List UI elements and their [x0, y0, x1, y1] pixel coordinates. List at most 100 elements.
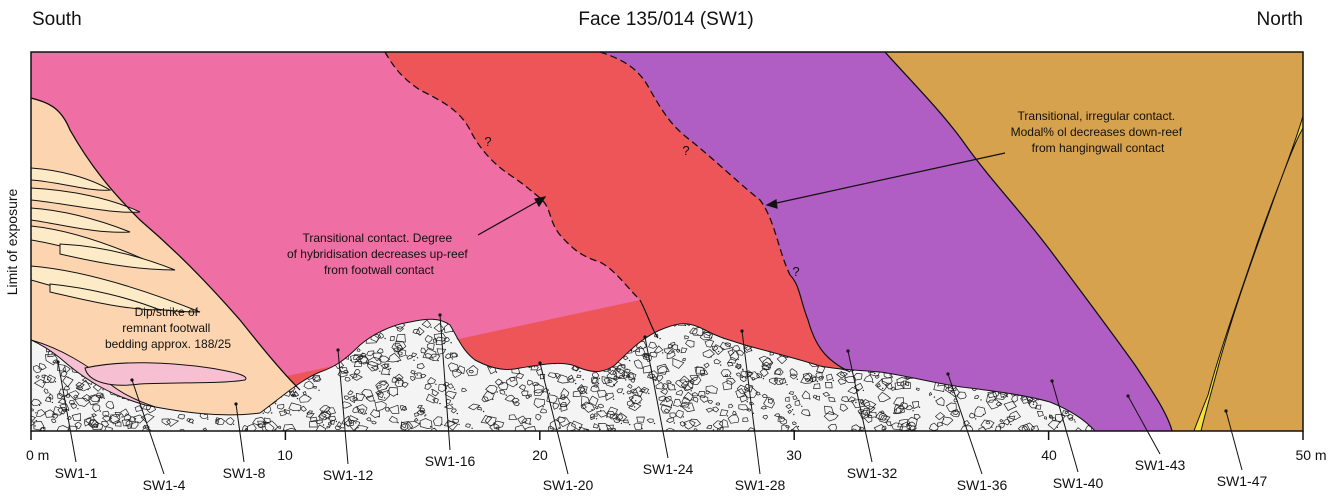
breccia-dot	[90, 424, 93, 426]
breccia-dot	[425, 414, 427, 416]
breccia-clast	[653, 345, 664, 353]
breccia-clast	[682, 384, 693, 392]
breccia-clast	[277, 425, 282, 429]
breccia-clast	[347, 390, 354, 396]
breccia-clast	[739, 376, 747, 383]
breccia-clast	[847, 396, 856, 403]
breccia-clast	[705, 385, 718, 394]
breccia-clast	[1028, 400, 1038, 409]
breccia-clast	[891, 422, 904, 431]
breccia-clast	[387, 352, 402, 363]
breccia-dot	[574, 379, 576, 381]
breccia-dot	[51, 352, 53, 355]
breccia-dot	[365, 361, 368, 363]
breccia-clast	[881, 377, 893, 387]
breccia-dot	[50, 381, 52, 384]
sample-point	[336, 348, 340, 352]
breccia-clast	[935, 396, 945, 407]
sample-label: SW1-32	[847, 465, 898, 481]
breccia-clast	[349, 373, 358, 378]
breccia-dot	[628, 359, 631, 362]
breccia-dot	[389, 367, 392, 370]
breccia-clast	[366, 417, 372, 422]
breccia-dot	[99, 410, 102, 412]
breccia-clast	[605, 428, 618, 431]
breccia-dot	[43, 427, 45, 430]
breccia-clast	[619, 374, 625, 379]
sample-leader-line	[947, 373, 983, 475]
breccia-dot	[559, 408, 561, 410]
breccia-clast	[533, 398, 545, 409]
breccia-clast	[337, 370, 348, 378]
breccia-clast	[874, 374, 880, 379]
breccia-clast	[827, 423, 838, 431]
breccia-clast	[186, 418, 192, 423]
breccia-clast	[667, 382, 676, 391]
breccia-clast	[421, 319, 432, 329]
breccia-clast	[68, 399, 75, 406]
breccia-clast	[595, 410, 608, 418]
breccia-clast	[314, 376, 322, 382]
breccia-dot	[809, 398, 811, 400]
breccia-dot	[505, 394, 507, 396]
breccia-dot	[633, 406, 636, 408]
breccia-clast	[432, 416, 443, 427]
breccia-clast	[557, 416, 571, 428]
breccia-clast	[660, 388, 669, 396]
breccia-clast	[513, 424, 526, 431]
breccia-clast	[660, 403, 673, 414]
sample-point	[643, 335, 647, 339]
breccia-clast	[621, 371, 630, 380]
breccia-clast	[547, 425, 555, 431]
breccia-dot	[458, 423, 460, 426]
breccia-clast	[101, 421, 110, 428]
breccia-dot	[443, 339, 446, 341]
breccia-clast	[397, 377, 402, 382]
breccia-clast	[762, 415, 768, 420]
bedding-note-line-3: bedding approx. 188/25	[105, 337, 231, 351]
breccia-clast	[468, 369, 474, 374]
breccia-clast	[669, 341, 676, 347]
breccia-clast	[731, 345, 741, 352]
breccia-clast	[431, 389, 440, 397]
tick-30: 30	[786, 447, 802, 463]
breccia-clast	[719, 409, 729, 416]
breccia-dot	[77, 408, 79, 410]
breccia-clast	[577, 385, 588, 395]
breccia-clast	[370, 334, 382, 343]
breccia-dot	[328, 418, 330, 420]
breccia-clast	[693, 397, 699, 403]
breccia-clast	[1002, 419, 1011, 426]
breccia-dot	[1027, 400, 1029, 402]
breccia-clast	[874, 380, 889, 392]
breccia-clast	[779, 417, 787, 425]
breccia-clast	[868, 411, 877, 419]
breccia-dot	[688, 407, 690, 409]
breccia-dot	[620, 422, 623, 425]
breccia-clast	[567, 374, 574, 381]
sample-label: SW1-12	[323, 467, 374, 483]
breccia-clast	[699, 394, 709, 403]
sample-leader-line	[539, 362, 569, 475]
breccia-dot	[413, 359, 415, 361]
breccia-clast	[785, 403, 792, 410]
breccia-clast	[401, 381, 409, 388]
breccia-clast	[115, 421, 122, 427]
breccia-clast	[598, 423, 613, 431]
breccia-clast	[360, 353, 367, 358]
breccia-clast	[378, 380, 388, 386]
breccia-clast	[629, 388, 639, 394]
breccia-dot	[832, 379, 834, 382]
breccia-clast	[476, 406, 483, 411]
breccia-clast	[92, 404, 101, 413]
breccia-clast	[356, 348, 361, 352]
breccia-clast	[873, 423, 886, 431]
breccia-dot	[67, 376, 69, 379]
breccia-clast	[824, 405, 835, 416]
breccia-clast	[42, 374, 53, 384]
breccia-dot	[791, 409, 794, 411]
breccia-dot	[453, 388, 456, 390]
breccia-clast	[75, 385, 84, 391]
breccia-clast	[704, 339, 715, 348]
breccia-dot	[65, 432, 66, 433]
